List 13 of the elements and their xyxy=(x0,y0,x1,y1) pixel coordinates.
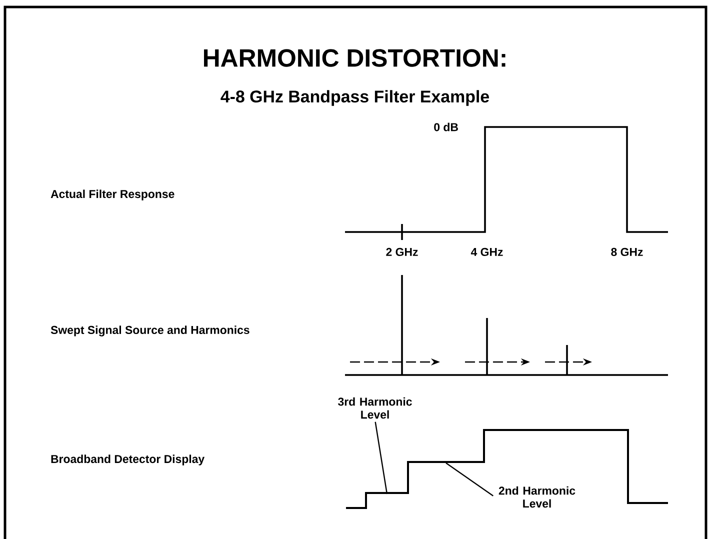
subtitle: 4-8 GHz Bandpass Filter Example xyxy=(220,90,489,106)
leader-line xyxy=(446,462,494,496)
annotation: 3rd Harmonic Level xyxy=(338,397,412,419)
row-label: Swept Signal Source and Harmonics xyxy=(50,326,250,336)
frequency-label: 4 GHz xyxy=(470,248,503,256)
row-label: Actual Filter Response xyxy=(50,190,174,200)
leader-line xyxy=(374,422,388,494)
row-label: Broadband Detector Display xyxy=(51,454,205,466)
frequency-label: 2 GHz xyxy=(386,248,418,256)
level-label: 0 dB xyxy=(434,122,458,132)
annotation: 2nd Harmonic Level xyxy=(498,486,576,508)
frequency-label: 8 GHz xyxy=(611,248,643,256)
title: HARMONIC DISTORTION: xyxy=(204,49,506,67)
